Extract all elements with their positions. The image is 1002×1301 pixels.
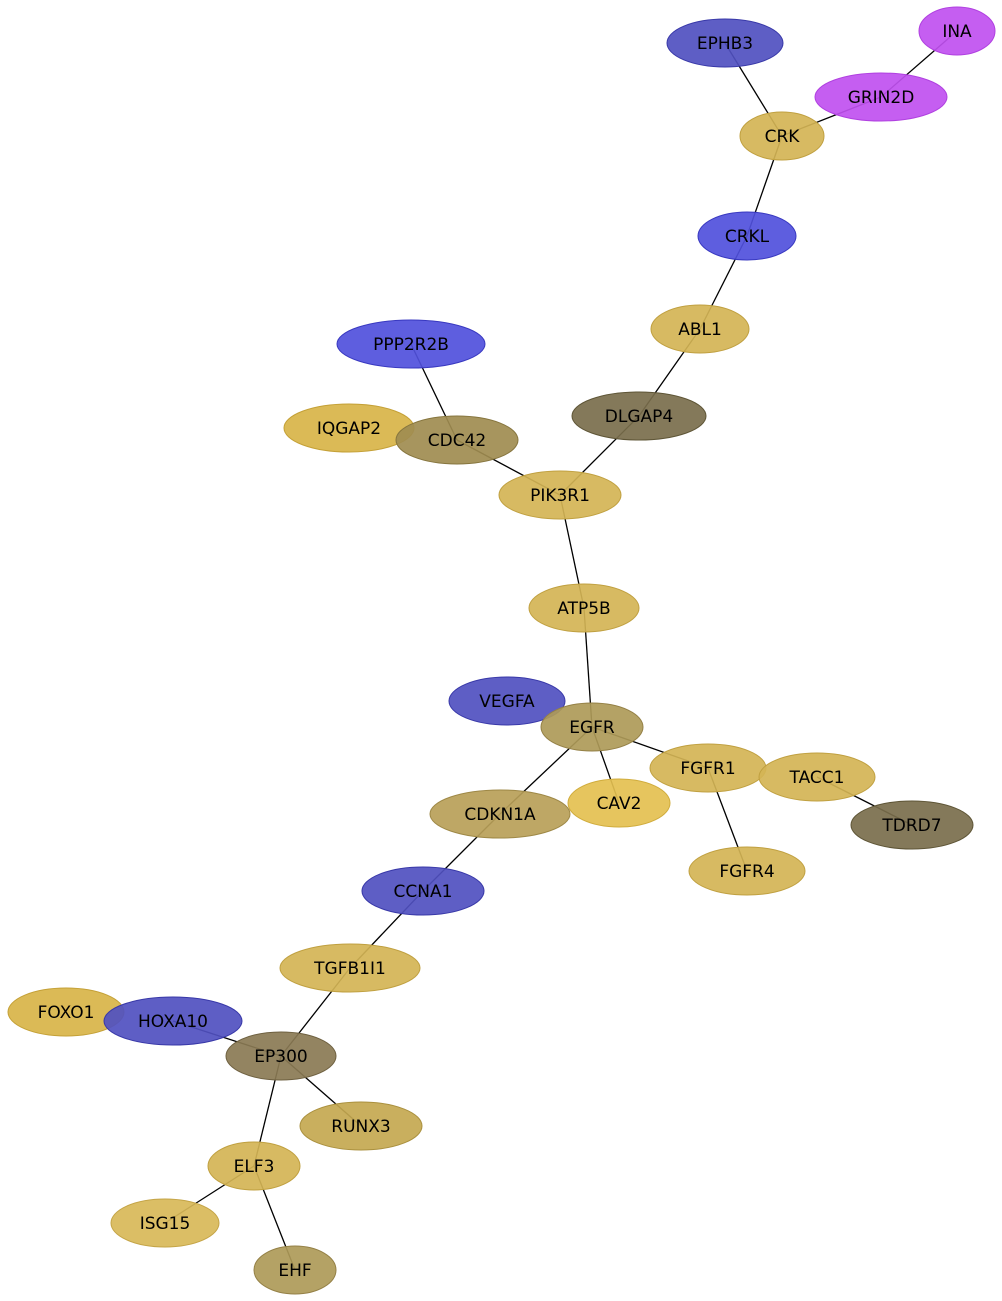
node-label: GRIN2D bbox=[848, 88, 915, 108]
node-foxo1[interactable]: FOXO1 bbox=[7, 987, 125, 1037]
node-ellipse bbox=[279, 943, 421, 993]
node-label: VEGFA bbox=[479, 692, 535, 712]
node-label: EPHB3 bbox=[697, 34, 753, 54]
node-tgfb1i1[interactable]: TGFB1I1 bbox=[279, 943, 421, 993]
node-ephb3[interactable]: EPHB3 bbox=[666, 18, 784, 68]
node-grin2d[interactable]: GRIN2D bbox=[814, 72, 948, 122]
node-label: PIK3R1 bbox=[530, 486, 590, 506]
node-label: ATP5B bbox=[557, 599, 610, 619]
node-ina[interactable]: INA bbox=[918, 6, 996, 56]
node-vegfa[interactable]: VEGFA bbox=[448, 676, 566, 726]
node-ppp2r2b[interactable]: PPP2R2B bbox=[336, 319, 486, 369]
node-label: FGFR4 bbox=[719, 862, 774, 882]
node-dlgap4[interactable]: DLGAP4 bbox=[571, 391, 707, 441]
node-ellipse bbox=[429, 789, 571, 839]
node-label: ELF3 bbox=[234, 1157, 275, 1177]
node-runx3[interactable]: RUNX3 bbox=[299, 1101, 423, 1151]
node-ellipse bbox=[299, 1101, 423, 1151]
node-pik3r1[interactable]: PIK3R1 bbox=[498, 470, 622, 520]
node-ellipse bbox=[528, 583, 640, 633]
node-label: ABL1 bbox=[678, 320, 722, 340]
node-crkl[interactable]: CRKL bbox=[697, 211, 797, 261]
node-abl1[interactable]: ABL1 bbox=[650, 304, 750, 354]
node-iqgap2[interactable]: IQGAP2 bbox=[283, 403, 415, 453]
node-label: RUNX3 bbox=[331, 1117, 390, 1137]
node-crk[interactable]: CRK bbox=[739, 111, 825, 161]
node-tdrd7[interactable]: TDRD7 bbox=[850, 800, 974, 850]
node-label: CCNA1 bbox=[394, 882, 453, 902]
node-ellipse bbox=[498, 470, 622, 520]
node-ellipse bbox=[758, 752, 876, 802]
node-cdc42[interactable]: CDC42 bbox=[395, 415, 519, 465]
node-label: IQGAP2 bbox=[317, 419, 381, 439]
node-ep300[interactable]: EP300 bbox=[225, 1031, 337, 1081]
node-ellipse bbox=[540, 702, 644, 752]
node-label: CAV2 bbox=[597, 794, 642, 814]
node-ellipse bbox=[225, 1031, 337, 1081]
node-label: EHF bbox=[278, 1261, 311, 1281]
node-label: CDC42 bbox=[428, 431, 486, 451]
node-ellipse bbox=[739, 111, 825, 161]
node-cav2[interactable]: CAV2 bbox=[567, 778, 671, 828]
node-fgfr1[interactable]: FGFR1 bbox=[649, 743, 767, 793]
node-label: FGFR1 bbox=[680, 759, 735, 779]
node-label: TACC1 bbox=[789, 768, 845, 788]
node-ellipse bbox=[850, 800, 974, 850]
node-ehf[interactable]: EHF bbox=[253, 1245, 337, 1295]
node-label: CDKN1A bbox=[464, 805, 536, 825]
node-ellipse bbox=[571, 391, 707, 441]
node-ccna1[interactable]: CCNA1 bbox=[361, 866, 485, 916]
node-ellipse bbox=[688, 846, 806, 896]
node-label: INA bbox=[942, 22, 972, 42]
node-tacc1[interactable]: TACC1 bbox=[758, 752, 876, 802]
node-ellipse bbox=[448, 676, 566, 726]
node-label: DLGAP4 bbox=[605, 407, 673, 427]
node-ellipse bbox=[567, 778, 671, 828]
node-ellipse bbox=[110, 1198, 220, 1248]
node-fgfr4[interactable]: FGFR4 bbox=[688, 846, 806, 896]
node-ellipse bbox=[814, 72, 948, 122]
node-cdkn1a[interactable]: CDKN1A bbox=[429, 789, 571, 839]
node-label: CRK bbox=[765, 127, 801, 147]
node-ellipse bbox=[666, 18, 784, 68]
node-label: EP300 bbox=[254, 1047, 307, 1067]
node-label: ISG15 bbox=[140, 1214, 191, 1234]
node-ellipse bbox=[336, 319, 486, 369]
node-label: PPP2R2B bbox=[373, 335, 449, 355]
node-ellipse bbox=[395, 415, 519, 465]
node-label: FOXO1 bbox=[38, 1003, 95, 1023]
node-label: CRKL bbox=[725, 227, 770, 247]
node-hoxa10[interactable]: HOXA10 bbox=[103, 996, 243, 1046]
node-ellipse bbox=[253, 1245, 337, 1295]
node-egfr[interactable]: EGFR bbox=[540, 702, 644, 752]
node-ellipse bbox=[207, 1141, 301, 1191]
node-label: EGFR bbox=[569, 718, 615, 738]
node-elf3[interactable]: ELF3 bbox=[207, 1141, 301, 1191]
node-ellipse bbox=[697, 211, 797, 261]
node-ellipse bbox=[103, 996, 243, 1046]
node-label: TGFB1I1 bbox=[313, 959, 386, 979]
node-ellipse bbox=[650, 304, 750, 354]
node-isg15[interactable]: ISG15 bbox=[110, 1198, 220, 1248]
node-label: HOXA10 bbox=[138, 1012, 208, 1032]
node-label: TDRD7 bbox=[881, 816, 941, 836]
node-ellipse bbox=[361, 866, 485, 916]
node-ellipse bbox=[918, 6, 996, 56]
node-atp5b[interactable]: ATP5B bbox=[528, 583, 640, 633]
edges-layer bbox=[164, 30, 958, 1271]
